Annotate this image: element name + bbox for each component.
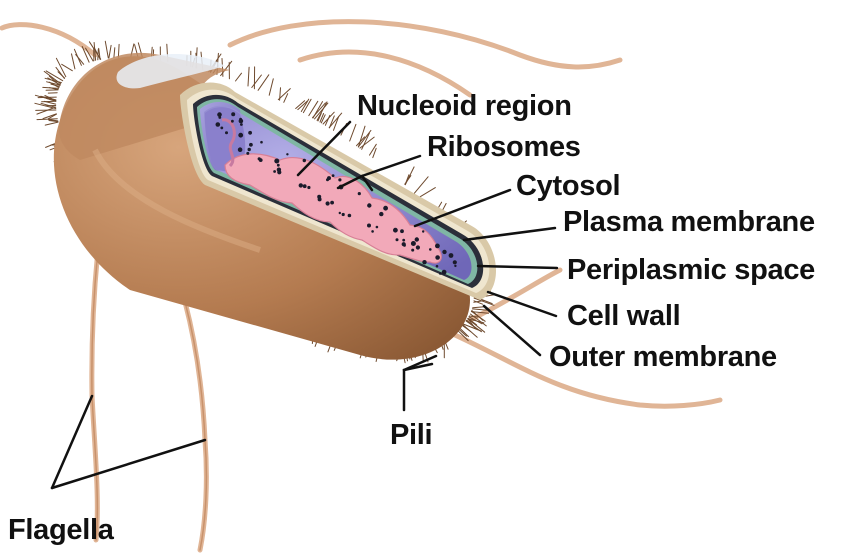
ribosome-dot bbox=[439, 272, 442, 275]
pilus-hair bbox=[248, 67, 249, 86]
ribosome-dot bbox=[259, 158, 263, 162]
ribosome-dot bbox=[376, 226, 379, 229]
pilus-hair bbox=[419, 188, 436, 198]
ribosome-dot bbox=[318, 197, 322, 201]
ribosome-dot bbox=[367, 224, 371, 228]
ribosome-dot bbox=[307, 186, 310, 189]
ribosome-dot bbox=[371, 230, 374, 233]
ribosome-dot bbox=[400, 229, 404, 233]
ribosome-dot bbox=[273, 170, 276, 173]
ribosome-dot bbox=[231, 112, 235, 116]
ribosome-dot bbox=[429, 248, 432, 251]
label-flagella: Flagella bbox=[8, 516, 114, 545]
pilus-hair bbox=[252, 75, 262, 88]
pilus-hair bbox=[118, 44, 119, 57]
ribosome-dot bbox=[422, 260, 426, 264]
pilus-hair bbox=[269, 79, 273, 96]
ribosome-dot bbox=[274, 159, 279, 164]
label-outer-membrane: Outer membrane bbox=[549, 343, 777, 372]
ribosome-dot bbox=[454, 265, 456, 267]
ribosome-dot bbox=[435, 255, 440, 260]
ribosome-dot bbox=[260, 141, 263, 144]
ribosome-dot bbox=[379, 212, 383, 216]
ribosome-dot bbox=[396, 238, 399, 241]
ribosome-dot bbox=[411, 249, 414, 252]
ribosome-dot bbox=[216, 122, 221, 127]
pilus-hair bbox=[72, 54, 75, 69]
ribosome-dot bbox=[338, 178, 341, 181]
ribosome-dot bbox=[303, 184, 307, 188]
label-cell-wall: Cell wall bbox=[567, 302, 680, 331]
pilus-hair bbox=[56, 67, 64, 78]
ribosome-dot bbox=[238, 133, 243, 138]
ribosome-dot bbox=[348, 214, 352, 218]
ribosome-dot bbox=[248, 148, 251, 151]
pilus-hair bbox=[236, 73, 242, 81]
ribosome-dot bbox=[240, 123, 243, 126]
pilus-hair bbox=[105, 41, 108, 58]
flagellum-5 bbox=[300, 52, 470, 95]
label-ribosomes: Ribosomes bbox=[427, 133, 581, 162]
pilus-hair bbox=[114, 48, 115, 58]
pilus-hair bbox=[38, 97, 56, 98]
ribosome-dot bbox=[225, 131, 228, 134]
pilus-hair bbox=[350, 124, 356, 141]
pilus-hair bbox=[37, 119, 57, 120]
label-plasma-membrane: Plasma membrane bbox=[563, 208, 815, 237]
pilus-hair bbox=[98, 49, 99, 60]
label-nucleoid-region: Nucleoid region bbox=[357, 92, 572, 121]
ribosome-dot bbox=[339, 212, 341, 214]
ribosome-dot bbox=[238, 147, 243, 152]
pilus-hair bbox=[62, 64, 73, 70]
ribosome-dot bbox=[277, 164, 280, 167]
ribosome-dot bbox=[246, 152, 249, 155]
ribosome-dot bbox=[422, 230, 424, 232]
ribosome-dot bbox=[248, 131, 252, 135]
ribosome-dot bbox=[415, 237, 419, 241]
ribosome-dot bbox=[393, 228, 398, 233]
ribosome-dot bbox=[249, 143, 253, 147]
ribosome-dot bbox=[435, 244, 440, 249]
ribosome-dot bbox=[442, 270, 447, 275]
ribosome-dot bbox=[231, 120, 234, 123]
pilus-hair bbox=[313, 103, 326, 118]
ribosome-dot bbox=[299, 183, 303, 187]
ribosome-dot bbox=[442, 250, 446, 254]
ribosome-dot bbox=[342, 213, 345, 216]
ribosome-dot bbox=[303, 159, 306, 162]
pilus-hair bbox=[284, 94, 288, 103]
ribosome-dot bbox=[327, 176, 331, 180]
flagellum-4 bbox=[230, 22, 620, 67]
ribosome-dot bbox=[436, 265, 439, 268]
ribosome-dot bbox=[326, 201, 330, 205]
ribosome-dot bbox=[453, 260, 457, 264]
ribosome-dot bbox=[220, 127, 223, 130]
ribosome-dot bbox=[411, 241, 416, 246]
pilus-hair bbox=[109, 45, 111, 58]
ribosome-dot bbox=[403, 244, 406, 247]
ribosome-dot bbox=[218, 116, 221, 119]
ribosome-dot bbox=[286, 153, 288, 155]
pilus-hair bbox=[472, 309, 486, 310]
pilus-hair bbox=[74, 49, 81, 65]
ribosome-dot bbox=[449, 253, 454, 258]
label-periplasmic-space: Periplasmic space bbox=[567, 256, 815, 285]
ribosome-dot bbox=[416, 245, 420, 249]
pilus-hair bbox=[473, 307, 485, 308]
flagellum-3 bbox=[2, 25, 95, 55]
pilus-hair bbox=[45, 122, 58, 125]
ribosome-dot bbox=[277, 170, 281, 174]
label-cytosol: Cytosol bbox=[516, 172, 620, 201]
ribosome-dot bbox=[239, 119, 244, 124]
ribosome-dot bbox=[402, 239, 405, 242]
ribosome-dot bbox=[383, 206, 388, 211]
ribosome-dot bbox=[332, 174, 335, 177]
ribosome-dot bbox=[367, 203, 371, 207]
ribosome-dot bbox=[330, 201, 334, 205]
ribosome-dot bbox=[358, 192, 361, 195]
label-pili: Pili bbox=[390, 421, 432, 450]
pilus-hair bbox=[334, 116, 339, 130]
pilus-hair bbox=[414, 177, 428, 193]
